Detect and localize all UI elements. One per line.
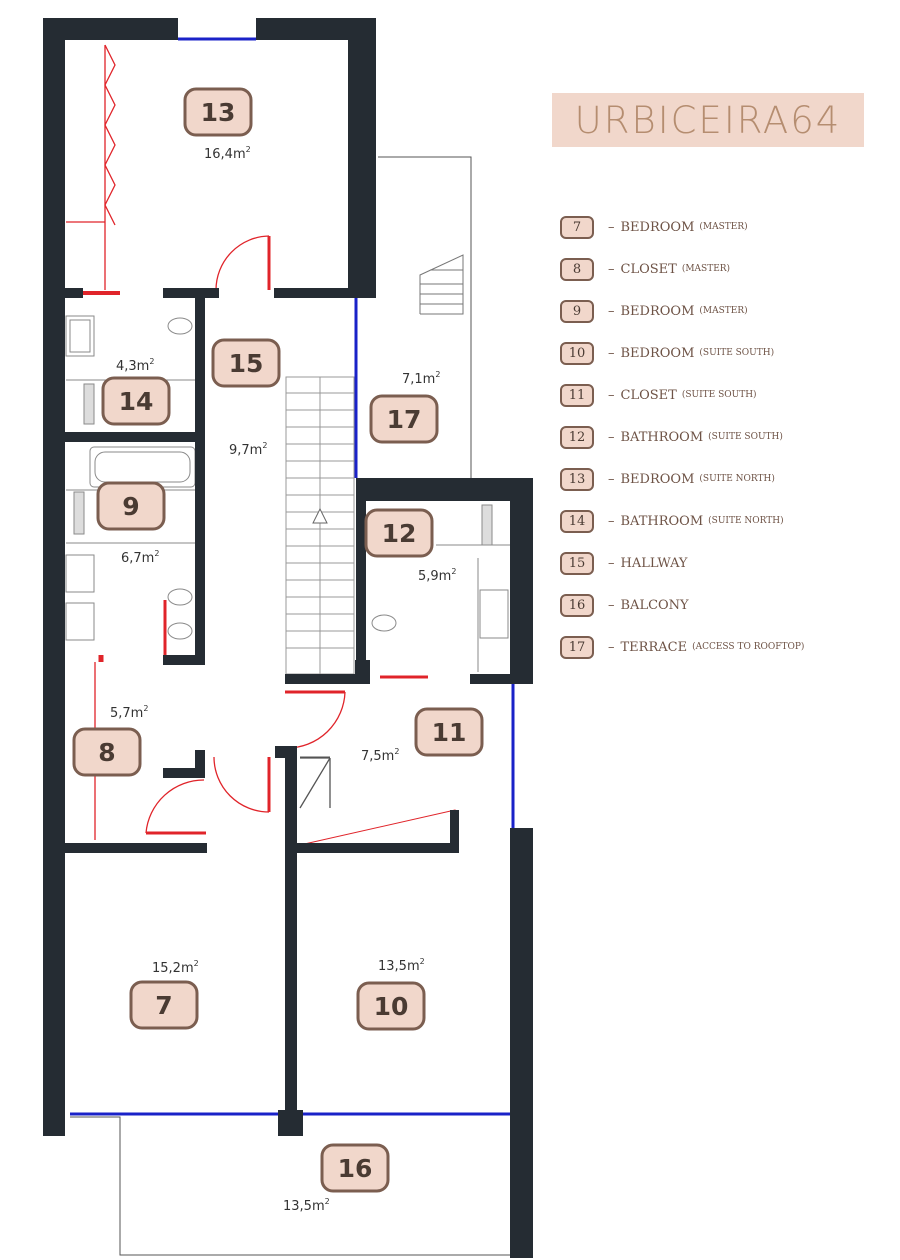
legend-item-12: 12 – BATHROOM (SUITE SOUTH) bbox=[560, 424, 783, 450]
legend-number: 17 bbox=[560, 635, 594, 659]
rooftop-stair bbox=[419, 254, 464, 315]
legend-item-9: 9 – BEDROOM (MASTER) bbox=[560, 298, 748, 324]
room-8: 8 5,7m2 bbox=[72, 704, 148, 777]
legend-name: BEDROOM bbox=[620, 471, 695, 487]
legend-number: 16 bbox=[560, 593, 594, 617]
room-8-area: 5,7m2 bbox=[110, 704, 148, 721]
legend-note: (SUITE SOUTH) bbox=[681, 390, 757, 400]
room-8-number: 8 bbox=[98, 738, 115, 767]
room-12: 12 5,9m2 bbox=[364, 508, 456, 584]
legend-number: 10 bbox=[560, 341, 594, 365]
legend-name: BEDROOM bbox=[620, 345, 695, 361]
legend-name: BALCONY bbox=[620, 597, 689, 613]
legend-note: (MASTER) bbox=[699, 222, 748, 232]
legend-name: BATHROOM bbox=[620, 513, 704, 529]
legend-number: 14 bbox=[560, 509, 594, 533]
room-15-area: 9,7m2 bbox=[229, 441, 267, 458]
legend-item-11: 11 – CLOSET (SUITE SOUTH) bbox=[560, 382, 757, 408]
room-17-area: 7,1m2 bbox=[402, 370, 440, 387]
room-7: 7 15,2m2 bbox=[129, 959, 199, 1030]
main-stair bbox=[285, 376, 355, 675]
legend-dash: – bbox=[608, 261, 615, 277]
room-7-number: 7 bbox=[155, 991, 172, 1020]
room-16: 16 13,5m2 bbox=[283, 1143, 390, 1214]
room-17: 17 7,1m2 bbox=[369, 370, 440, 444]
room-13: 13 16,4m2 bbox=[183, 87, 253, 162]
room-7-area: 15,2m2 bbox=[152, 959, 199, 976]
room-15-number: 15 bbox=[229, 349, 264, 378]
room-13-number: 13 bbox=[201, 98, 236, 127]
legend-number: 11 bbox=[560, 383, 594, 407]
legend-name: TERRACE bbox=[620, 639, 688, 655]
legend-dash: – bbox=[608, 471, 615, 487]
room-10: 10 13,5m2 bbox=[356, 957, 426, 1031]
legend-name: BEDROOM bbox=[620, 303, 695, 319]
room-14-number: 14 bbox=[119, 387, 154, 416]
legend-dash: – bbox=[608, 597, 615, 613]
room-12-area: 5,9m2 bbox=[418, 567, 456, 584]
legend-dash: – bbox=[608, 219, 615, 235]
room-10-number: 10 bbox=[374, 992, 409, 1021]
legend-note: (SUITE SOUTH) bbox=[699, 348, 775, 358]
legend-name: CLOSET bbox=[620, 387, 677, 403]
legend-number: 9 bbox=[560, 299, 594, 323]
legend-note: (SUITE NORTH) bbox=[699, 474, 775, 484]
legend-item-17: 17 – TERRACE (ACCESS TO ROOFTOP) bbox=[560, 634, 804, 660]
legend-item-7: 7 – BEDROOM (MASTER) bbox=[560, 214, 748, 240]
legend-number: 8 bbox=[560, 257, 594, 281]
room-15: 15 9,7m2 bbox=[211, 338, 281, 458]
legend-note: (SUITE SOUTH) bbox=[708, 432, 783, 442]
legend-dash: – bbox=[608, 639, 615, 655]
room-9-number: 9 bbox=[122, 492, 139, 521]
legend-item-13: 13 – BEDROOM (SUITE NORTH) bbox=[560, 466, 775, 492]
legend-note: (SUITE NORTH) bbox=[708, 516, 784, 526]
legend-dash: – bbox=[608, 555, 615, 571]
room-16-number: 16 bbox=[338, 1154, 373, 1183]
room-12-number: 12 bbox=[382, 519, 417, 548]
legend-dash: – bbox=[608, 303, 615, 319]
room-13-area: 16,4m2 bbox=[204, 145, 251, 162]
outline-lines bbox=[70, 156, 512, 1256]
legend-item-15: 15 – HALLWAY bbox=[560, 550, 693, 576]
legend-name: BEDROOM bbox=[620, 219, 695, 235]
legend-number: 15 bbox=[560, 551, 594, 575]
legend-number: 12 bbox=[560, 425, 594, 449]
walls bbox=[43, 18, 533, 1258]
room-11-number: 11 bbox=[432, 718, 467, 747]
legend-name: CLOSET bbox=[620, 261, 677, 277]
legend-dash: – bbox=[608, 345, 615, 361]
room-9: 9 6,7m2 bbox=[96, 481, 166, 566]
legend-item-16: 16 – BALCONY bbox=[560, 592, 694, 618]
legend-name: BATHROOM bbox=[620, 429, 704, 445]
windows bbox=[70, 37, 515, 1116]
legend-item-8: 8 – CLOSET (MASTER) bbox=[560, 256, 730, 282]
legend-dash: – bbox=[608, 387, 615, 403]
legend-note: (MASTER) bbox=[699, 306, 748, 316]
room-11: 11 7,5m2 bbox=[361, 707, 484, 764]
brand-name: URBICEIRA64 bbox=[574, 98, 842, 142]
legend-note: (ACCESS TO ROOFTOP) bbox=[692, 642, 805, 652]
room-17-number: 17 bbox=[387, 405, 422, 434]
room-14: 14 4,3m2 bbox=[101, 357, 171, 426]
room-9-area: 6,7m2 bbox=[121, 549, 159, 566]
room-14-area: 4,3m2 bbox=[116, 357, 154, 374]
legend-note: (MASTER) bbox=[681, 264, 731, 274]
room-11-area: 7,5m2 bbox=[361, 747, 399, 764]
legend-dash: – bbox=[608, 429, 615, 445]
legend-number: 7 bbox=[560, 215, 594, 239]
brand-logo: URBICEIRA64 bbox=[552, 93, 864, 147]
legend-item-10: 10 – BEDROOM (SUITE SOUTH) bbox=[560, 340, 774, 366]
fixtures bbox=[65, 315, 512, 672]
room-10-area: 13,5m2 bbox=[378, 957, 425, 974]
room-16-area: 13,5m2 bbox=[283, 1197, 330, 1214]
legend-dash: – bbox=[608, 513, 615, 529]
legend-number: 13 bbox=[560, 467, 594, 491]
legend-name: HALLWAY bbox=[620, 555, 688, 571]
legend-item-14: 14 – BATHROOM (SUITE NORTH) bbox=[560, 508, 784, 534]
